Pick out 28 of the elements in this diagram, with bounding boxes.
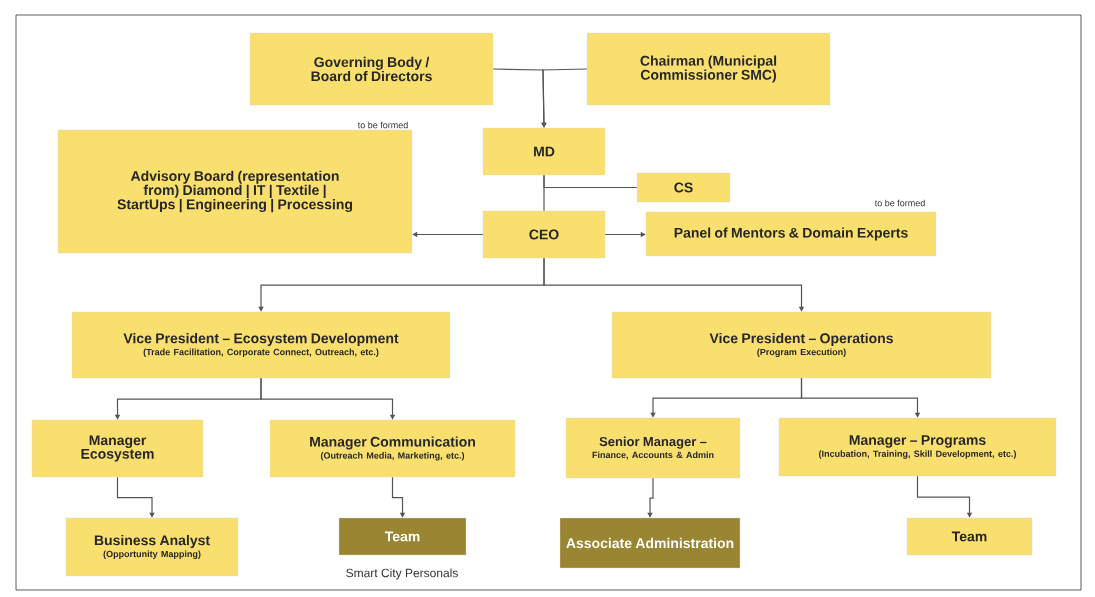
org-box: CS [636,172,731,203]
org-box: Team [906,517,1033,556]
arrow [800,377,921,418]
org-box: Panel of Mentors & Domain Experts [645,211,937,257]
arrow [647,477,654,518]
org-box: MD [482,127,606,176]
team-box: Team [338,517,467,556]
arrow [916,475,973,518]
arrow [543,257,805,312]
org-box: Vice President – Operations (Program Execution) [611,311,992,379]
arrow [391,476,406,518]
org-box: Manager – Programs (Incubation, Training, Skill Development, etc.) [778,417,1057,477]
org-box: Manager Ecosystem [31,419,204,478]
note-text: Smart City Personals [346,568,458,580]
org-box: Business Analyst (Opportunity Mapping) [65,517,239,577]
org-box: Senior Manager – Finance, Accounts & Admin [565,417,741,479]
org-box: Manager Communication (Outreach Media, Marketing, etc.) [269,419,516,478]
note-text: to be formed [874,199,925,207]
org-box: Governing Body / Board of Directors [249,32,494,106]
note-text: to be formed [357,121,408,129]
org-box: Vice President – Ecosystem Development (Trade Facilitation, Corporate Connect, Outreach, etc.) [71,311,451,379]
org-box: CEO [482,210,606,259]
arrow [116,476,155,518]
team-box: Associate Administration [559,517,741,569]
arrow [260,377,396,420]
org-box: Chairman (Municipal Commissioner SMC) [586,32,831,106]
org-box: Advisory Board (representation from) Diamond | IT | Textile | StartUps | Engineering | Processing [57,129,413,254]
arrow [541,68,588,128]
